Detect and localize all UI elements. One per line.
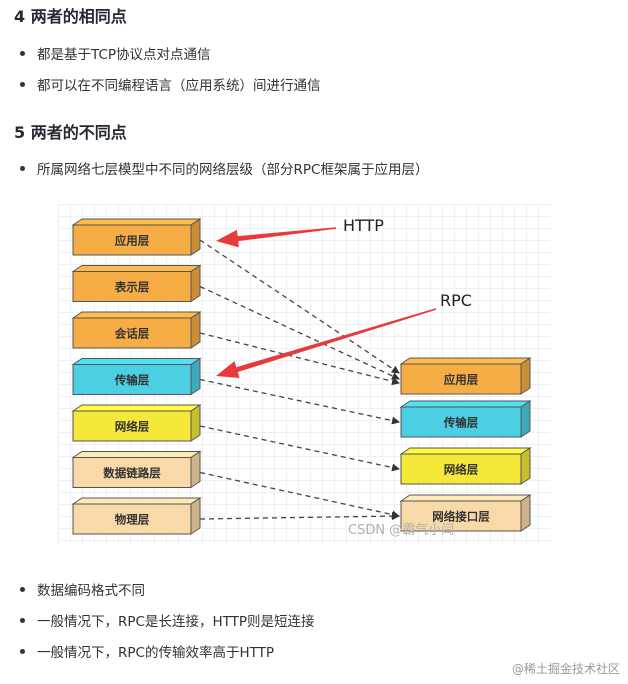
left-layer-block: 应用层: [71, 218, 202, 256]
left-layer-label: 物理层: [115, 513, 150, 527]
http-callout-arrow: [216, 227, 337, 248]
section-4-heading: 4 两者的相同点: [14, 7, 127, 26]
left-layer-block: 传输层: [71, 357, 202, 396]
left-layer-label: 会话层: [114, 327, 150, 341]
rpc-callout-label: RPC: [440, 291, 472, 310]
right-layer-label: 网络接口层: [432, 510, 490, 524]
left-layer-label: 应用层: [115, 234, 150, 248]
layer-mapping-arrow: [199, 378, 400, 425]
osi-tcpip-diagram: 应用层表示层会话层传输层网络层数据链路层物理层 应用层传输层网络层网络接口层 H…: [58, 204, 550, 546]
left-layer-label: 网络层: [115, 420, 150, 434]
list-item: 都是基于TCP协议点对点通信: [20, 46, 211, 64]
right-layer-label: 应用层: [444, 373, 479, 387]
bullet-icon: [20, 50, 25, 56]
diagram-watermark: CSDN @霸气小闫: [348, 522, 454, 538]
layer-mapping-arrow: [199, 425, 400, 472]
left-layer-label: 数据链路层: [103, 466, 161, 480]
left-layer-block: 表示层: [71, 264, 202, 303]
list-item: 数据编码格式不同: [20, 582, 145, 600]
right-layer-block: 应用层: [399, 357, 532, 395]
left-layer-block: 物理层: [71, 497, 202, 535]
list-item: 都可以在不同编程语言（应用系统）间进行通信: [20, 77, 321, 95]
left-layer-block: 网络层: [71, 404, 202, 442]
list-item: 所属网络七层模型中不同的网络层级（部分RPC框架属于应用层）: [20, 161, 428, 179]
left-layer-label: 传输层: [114, 373, 150, 387]
http-callout-label: HTTP: [343, 216, 384, 235]
bullet-icon: [20, 165, 25, 171]
rpc-callout-arrow: [216, 308, 437, 379]
bullet-icon: [20, 586, 25, 592]
bullet-icon: [20, 81, 25, 87]
bullet-icon: [20, 617, 25, 623]
left-layer-label: 表示层: [114, 280, 150, 294]
section-5-heading: 5 两者的不同点: [14, 123, 127, 142]
right-layer-label: 传输层: [443, 416, 479, 430]
right-layer-block: 传输层: [399, 400, 532, 438]
right-layer-block: 网络层: [399, 447, 532, 485]
layer-mapping-arrow: [199, 332, 400, 386]
layer-mapping-arrow: [199, 239, 400, 374]
right-layer-block: 网络接口层: [399, 494, 532, 532]
list-item: 一般情况下，RPC的传输效率高于HTTP: [20, 644, 274, 662]
bullet-icon: [20, 648, 25, 654]
footer-watermark: @稀土掘金技术社区: [511, 662, 620, 676]
left-layer-block: 会话层: [71, 311, 202, 349]
layer-mapping-arrow: [199, 471, 400, 519]
list-item: 一般情况下，RPC是长连接，HTTP则是短连接: [20, 613, 315, 631]
left-layer-block: 数据链路层: [71, 450, 202, 489]
layer-mapping-arrow: [199, 285, 400, 380]
right-layer-label: 网络层: [444, 463, 479, 477]
layer-mapping-arrow: [199, 512, 400, 521]
